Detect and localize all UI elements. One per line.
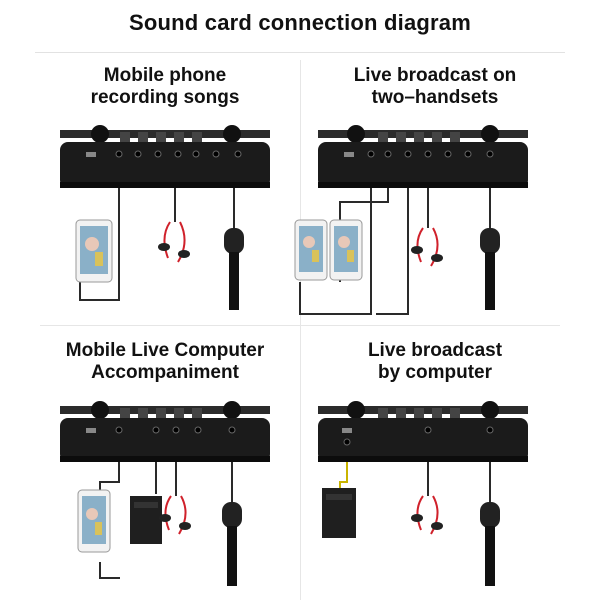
earphones-icon: [159, 495, 191, 535]
earphones-icon: [411, 495, 443, 535]
sound-card-icon: [60, 125, 270, 188]
earphones-icon: [411, 227, 443, 267]
panel-computer-broadcast: Live broadcast by computer: [290, 330, 580, 600]
panel-title-line2: Accompaniment: [91, 362, 239, 383]
panel-title-line2: recording songs: [90, 87, 240, 108]
smartphone-icon: [77, 489, 111, 553]
sound-card-icon: [60, 401, 270, 462]
diagram-title: Sound card connection diagram: [129, 10, 471, 35]
panel-illustration: [318, 401, 528, 586]
panel-title-line1: Live broadcast on: [353, 65, 517, 86]
panel-title-line1: Mobile phone: [103, 65, 227, 86]
earphones-icon: [158, 221, 190, 263]
panel-illustration: [294, 125, 528, 315]
panel-illustration: [60, 401, 270, 586]
panel-mobile-recording: Mobile phone recording songs: [20, 62, 310, 332]
microphone-icon: [480, 228, 500, 310]
panel-two-handsets: Live broadcast on two–handsets: [290, 62, 580, 332]
panel-mobile-live-computer: Mobile Live Computer Accompaniment: [20, 330, 310, 600]
smartphone-icon: [329, 219, 363, 281]
computer-tower-icon: [322, 488, 356, 538]
sound-card-icon: [318, 401, 528, 462]
microphone-icon: [480, 502, 500, 586]
panel-title-line2: by computer: [377, 362, 493, 383]
panel-illustration: [60, 125, 270, 310]
computer-tower-icon: [130, 496, 162, 544]
panel-title-line1: Mobile Live Computer: [65, 340, 265, 361]
vertical-divider: [300, 60, 301, 600]
smartphone-icon: [75, 219, 113, 283]
horizontal-divider: [40, 325, 560, 326]
microphone-icon: [224, 228, 244, 310]
title-divider: [35, 52, 565, 53]
smartphone-icon: [294, 219, 328, 281]
panel-title-line2: two–handsets: [371, 87, 499, 108]
sound-card-icon: [318, 125, 528, 188]
microphone-icon: [222, 502, 242, 586]
panel-title-line1: Live broadcast: [367, 340, 503, 361]
